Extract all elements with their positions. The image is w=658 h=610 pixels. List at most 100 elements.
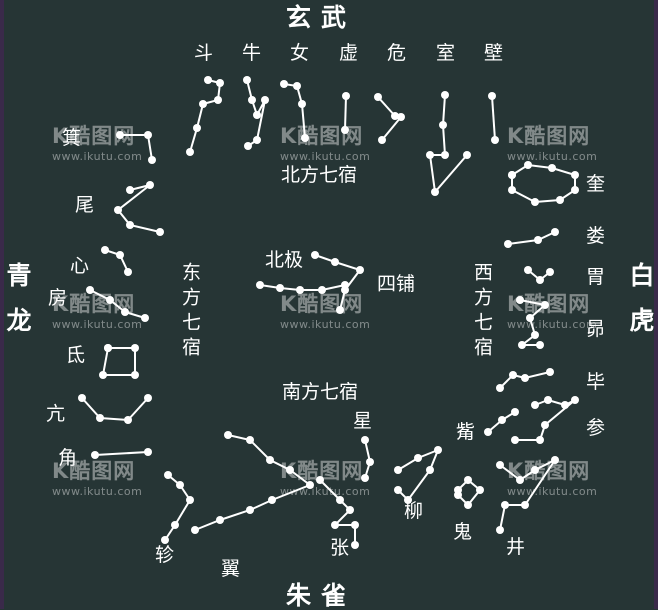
star [531,401,539,409]
mansion-mao: 昴 [586,318,606,340]
star [171,521,179,529]
watermark-url: www.ikutu.com [507,150,598,163]
star [531,198,539,206]
star [521,374,529,382]
star [280,80,288,88]
star [91,451,99,459]
constellation-line [81,397,149,422]
star [546,368,554,376]
watermark-url: www.ikutu.com [280,485,371,498]
constellation-di [99,344,139,379]
constellation-line [511,163,576,204]
watermark-url: www.ikutu.com [507,318,598,331]
constellation-zi [484,408,519,436]
constellation-line [189,79,222,153]
constellation-kui [508,161,579,206]
star [351,521,359,529]
star [146,181,154,189]
constellation-line [344,95,347,131]
constellation-xin [101,246,132,276]
star [216,516,224,524]
star [531,331,539,339]
star [86,286,94,294]
mansion-bi-west: 毕 [586,371,606,393]
constellation-line [428,94,468,195]
constellation-ji [116,131,156,164]
watermark-logo: K酷图网 [52,459,136,483]
watermark: K酷图网 www.ikutu.com [280,455,370,498]
star [204,76,212,84]
mansion-shen: 参 [586,417,606,439]
watermark-url: www.ikutu.com [507,485,598,498]
mansion-kui: 奎 [586,173,606,195]
constellation-liu [394,446,442,504]
star [536,436,544,444]
star [534,236,542,244]
star [331,258,339,266]
star [394,466,402,474]
star [161,536,169,544]
constellation-pole [256,281,349,294]
watermark-url: www.ikutu.com [280,150,371,163]
mansion-wei-north: 危 [387,42,407,64]
watermark-logo: K酷图网 [507,292,591,316]
region-east: 东方七宿 [179,262,201,362]
star [193,124,201,132]
star [214,96,222,104]
star [261,96,269,104]
watermark-url: www.ikutu.com [52,318,143,331]
constellation-wei-north [374,93,405,144]
star [498,416,506,424]
constellation-fang [86,286,149,322]
star [464,501,472,509]
constellation-mao [516,296,549,349]
mansion-gui: 鬼 [453,521,473,543]
star [394,486,402,494]
star [524,161,532,169]
star [501,501,509,509]
constellation-line [499,371,551,389]
star [397,113,405,121]
star [176,481,184,489]
label-sipu: 四铺 [377,273,416,295]
constellation-xing [361,436,374,482]
star [509,371,517,379]
star [491,136,499,144]
star [541,421,549,429]
direction-north: 玄武 [286,3,357,32]
star [366,458,374,466]
star [78,394,86,402]
constellation-dou [186,76,224,156]
constellation-line [283,83,306,139]
mansion-ji: 箕 [62,127,82,149]
constellation-zhen [161,471,194,544]
star [351,541,359,549]
constellation-niu [243,76,269,150]
watermark-logo: K酷图网 [280,459,364,483]
watermark-url: www.ikutu.com [280,318,371,331]
star [521,501,529,509]
star [434,446,442,454]
star [464,476,472,484]
star [106,296,114,304]
star [496,526,504,534]
constellation-line [94,451,149,456]
star [286,466,294,474]
star [518,341,526,349]
star [331,521,339,529]
star [484,428,492,436]
star [298,100,306,108]
region-north: 北方七宿 [281,164,358,186]
constellation-shi [426,91,471,196]
constellation-bi-north [488,92,499,144]
star [441,151,449,159]
star [131,344,139,352]
star [318,286,326,294]
star [336,306,344,314]
star [551,228,559,236]
constellation-wei-west [524,266,554,284]
